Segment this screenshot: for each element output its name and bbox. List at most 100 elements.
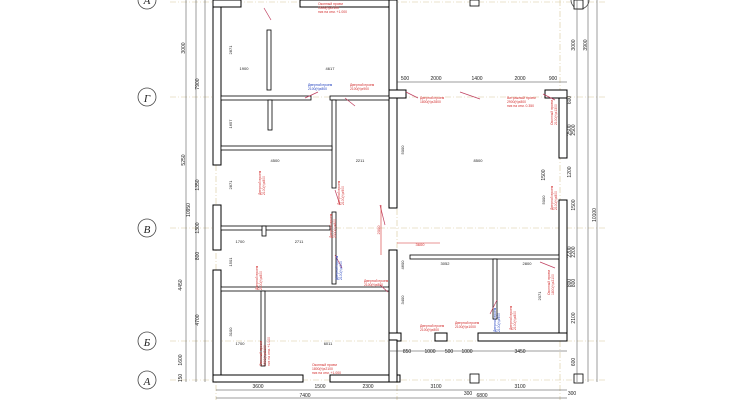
column-top-right bbox=[573, 0, 584, 10]
dim-total-right: 6800 bbox=[476, 393, 487, 399]
dim-left-outer-2: 7900 bbox=[195, 78, 201, 89]
dim-inner-3600: 3600 bbox=[416, 242, 426, 247]
note-window-19: Оконный проем1800(h)x2100 bbox=[547, 269, 555, 295]
note-line: 2100(h)x1300 bbox=[554, 104, 558, 125]
partition-h1b bbox=[329, 95, 390, 101]
dim-bottom-4: 3100 bbox=[430, 384, 441, 390]
note-line: Дверной проем bbox=[550, 185, 554, 210]
wall-top-mid bbox=[299, 0, 391, 8]
column-bottom-1 bbox=[469, 373, 480, 384]
dim-inner-1700: 1700 bbox=[236, 239, 246, 244]
note-line: 2100(h)x900 bbox=[339, 261, 343, 280]
note-line: 1800(h)x2100 bbox=[312, 367, 333, 371]
dim-right-outer-6: 2200 bbox=[571, 246, 577, 257]
note-line: Дверной проем bbox=[455, 321, 480, 325]
axis-label-v: В bbox=[144, 224, 151, 236]
wall-left-bottom bbox=[212, 269, 222, 383]
note-line: 2900(h)x800 bbox=[507, 100, 526, 104]
dim-inner-4500: 4500 bbox=[271, 158, 281, 163]
dim-total-left: 7400 bbox=[299, 393, 310, 399]
note-line: Дверной проем bbox=[509, 305, 513, 330]
partition-v2 bbox=[267, 99, 273, 131]
dim-inner-3052: 3052 bbox=[441, 261, 451, 266]
dim-small-left: 300 bbox=[464, 391, 473, 397]
wall-left-mid bbox=[212, 204, 222, 251]
note-line: Дверной проем bbox=[329, 213, 333, 238]
note-line: Оконный проем bbox=[547, 269, 551, 295]
dim-left-outer-9: 4700 bbox=[195, 314, 201, 325]
opening-mark-10 bbox=[379, 284, 389, 293]
partition-h2 bbox=[220, 145, 333, 151]
partition-h1 bbox=[220, 95, 312, 101]
dim-inner-1700b: 1700 bbox=[236, 341, 246, 346]
partition-stub bbox=[261, 225, 267, 237]
note-door-10: Дверной проем2100(h)x800 bbox=[255, 265, 263, 290]
axis-marker-g-circle bbox=[137, 87, 157, 107]
axis-label-a-top: А bbox=[143, 0, 151, 7]
dim-inner-2871: 2871 bbox=[228, 45, 233, 55]
dim-left-outer-4: 1350 bbox=[195, 179, 201, 190]
note-line: низ на отм. +1.000 bbox=[267, 337, 271, 366]
wall-left-top bbox=[212, 0, 222, 166]
dim-left-outer-6: 1300 bbox=[195, 222, 201, 233]
walls bbox=[212, 0, 568, 383]
opening-mark-9 bbox=[334, 254, 343, 269]
note-line: 2300(h)x800 bbox=[333, 219, 337, 238]
dimension-lines bbox=[185, 0, 598, 399]
axis-label-g: Г bbox=[143, 93, 151, 105]
opening-mark-6 bbox=[542, 93, 556, 101]
wall-right-bottom bbox=[477, 332, 568, 342]
note-door-13: Дверной проем2100(h)x900 bbox=[493, 307, 501, 332]
note-door-12: Дверной проем2100(h)x800 bbox=[550, 185, 558, 210]
dim-mid-2: 1000 bbox=[424, 349, 435, 355]
note-line: Дверной проем bbox=[335, 255, 339, 280]
dim-inner-5000b: 5000 bbox=[541, 195, 546, 205]
dim-right-outer-3: 2500 bbox=[571, 124, 577, 135]
note-line: Дверной проем bbox=[364, 279, 389, 283]
note-line: 1500(h)x2100 bbox=[263, 345, 267, 366]
note-line: 2100(h)x800 bbox=[364, 283, 383, 287]
wall-right-upper bbox=[558, 97, 568, 159]
dim-right-inner-3: 1200 bbox=[567, 166, 573, 177]
note-line: Оконный проем bbox=[312, 363, 338, 367]
dim-inner-2800: 2800 bbox=[523, 261, 533, 266]
note-line: 2100(h)x900 bbox=[341, 186, 345, 205]
dim-right-inner-2: 2500 bbox=[567, 124, 573, 135]
note-line: низ на отм. +1.000 bbox=[312, 371, 341, 375]
dim-right-outer-8: 2100 bbox=[571, 312, 577, 323]
axis-marker-a-top-circle bbox=[137, 0, 157, 10]
dim-top-4: 2000 bbox=[514, 76, 525, 82]
note-line: Дверной проем bbox=[493, 307, 497, 332]
axis-marker-v-circle bbox=[137, 218, 157, 238]
dim-right-outer-1: 3000 bbox=[571, 39, 577, 50]
dim-inner-5000: 5000 bbox=[400, 145, 405, 155]
opening-mark-7 bbox=[334, 189, 341, 206]
note-line: 2100(h)x800 bbox=[259, 271, 263, 290]
dim-inner-2211: 2211 bbox=[356, 158, 365, 163]
note-line: низ на отм. +1.000 bbox=[318, 10, 347, 14]
note-line: 2100(h)x900 bbox=[350, 87, 369, 91]
note-window-6: Оконный проем2100(h)x1300 bbox=[550, 99, 558, 125]
dim-inner-3100: 3100 bbox=[228, 327, 233, 337]
note-line: Дверной проем bbox=[258, 170, 262, 195]
note-line: 1800(h)x2800 bbox=[420, 100, 441, 104]
dim-small-right: 300 bbox=[568, 391, 577, 397]
note-line: Оконный проем bbox=[550, 99, 554, 125]
note-line: Дверной проем bbox=[337, 180, 341, 205]
opening-mark-2 bbox=[304, 91, 319, 99]
partition-v6 bbox=[492, 258, 498, 320]
dim-inner-4600: 4600 bbox=[400, 260, 405, 270]
dim-inner-2871b: 2871 bbox=[228, 180, 233, 190]
note-line: 2100(h)x800 bbox=[554, 191, 558, 210]
partition-v3 bbox=[331, 99, 337, 189]
note-door-7: Дверной проем2100(h)x900 bbox=[337, 180, 345, 205]
note-line: 1500(h)x2100 bbox=[318, 6, 339, 10]
dim-right-outer-5: 10100 bbox=[592, 208, 598, 222]
note-line: Витражный проем bbox=[507, 96, 536, 100]
axis-marker-a-circle bbox=[137, 370, 157, 390]
